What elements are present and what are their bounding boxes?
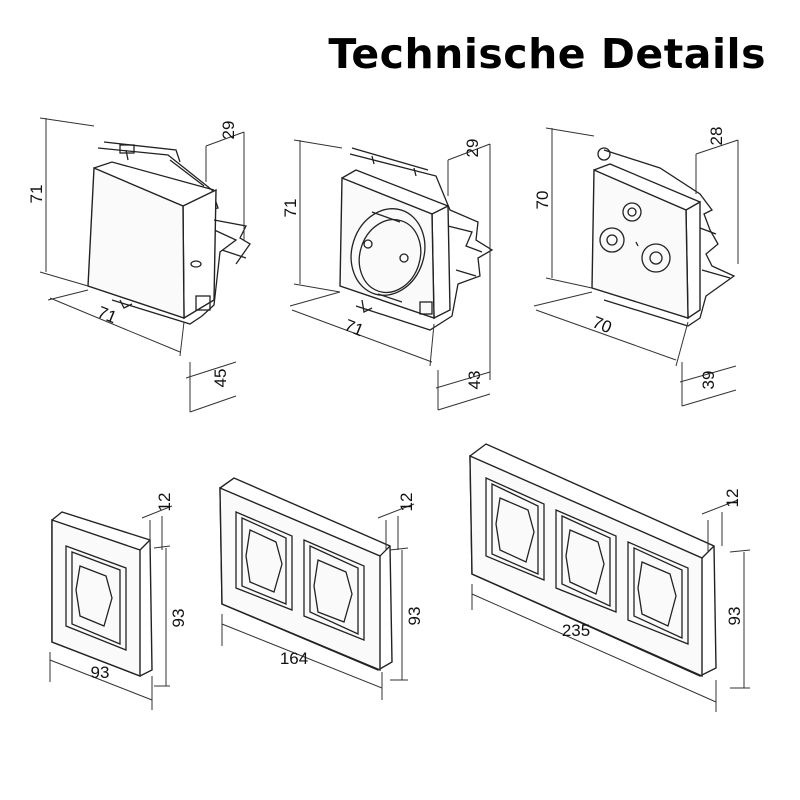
single-depth-label: 12 [155, 493, 174, 512]
double-height-label: 93 [405, 607, 424, 626]
switch-top-depth-label: 29 [219, 121, 238, 140]
antenna-width-label: 70 [590, 313, 615, 338]
antenna-height-label: 70 [533, 191, 552, 210]
socket-top-depth-label: 29 [463, 139, 482, 158]
switch-width-label: 71 [95, 303, 120, 328]
triple-depth-label: 12 [723, 489, 742, 508]
antenna-top-depth-label: 28 [707, 127, 726, 146]
double-frame-dimensions: 164 12 93 [221, 493, 424, 700]
socket-depth-label: 43 [465, 371, 484, 390]
socket-dimensions: 71 71 43 29 [281, 139, 491, 411]
double-width-label: 164 [280, 649, 308, 668]
triple-frame [469, 443, 717, 678]
switch-depth-label: 45 [211, 369, 230, 388]
switch-device [87, 141, 251, 325]
single-frame [51, 511, 153, 678]
antenna-device [591, 147, 736, 327]
triple-frame-dimensions: 235 12 93 [471, 489, 751, 712]
single-width-label: 93 [91, 663, 110, 682]
single-height-label: 93 [169, 609, 188, 628]
antenna-depth-label: 39 [699, 371, 718, 390]
triple-width-label: 235 [562, 621, 590, 640]
switch-height-label: 71 [27, 185, 46, 204]
single-frame-dimensions: 93 12 93 [49, 493, 188, 710]
double-depth-label: 12 [397, 493, 416, 512]
triple-height-label: 93 [725, 607, 744, 626]
page-title: Technische Details [328, 30, 766, 78]
socket-device [339, 147, 494, 331]
socket-height-label: 71 [281, 199, 300, 218]
double-frame [219, 477, 393, 672]
